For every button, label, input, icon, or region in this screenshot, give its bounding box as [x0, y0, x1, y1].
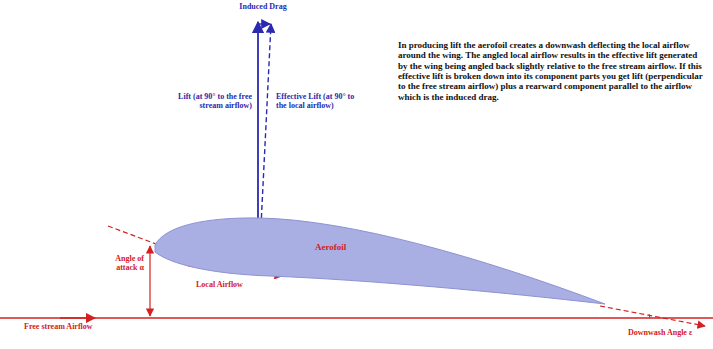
downwash-arc [649, 314, 650, 318]
induced-drag-vector [258, 23, 270, 24]
flow-arrow [60, 317, 95, 319]
downwash-line [600, 306, 705, 326]
aerofoil-outline [150, 212, 610, 312]
aerofoil-shape: Aerofoil [150, 212, 610, 312]
aerofoil-label: Aerofoil [315, 242, 346, 252]
explanation-note: In producing lift the aerofoil creates a… [398, 40, 704, 102]
lift-label: Lift (at 90° to the free stream airflow) [160, 92, 252, 110]
aerofoil-body [155, 218, 605, 304]
effective-lift-label: Effective Lift (at 90° to the local airf… [276, 92, 358, 110]
airflow-label: Free stream Airflow [24, 322, 134, 331]
free-stream-line [0, 317, 713, 319]
angle-of-attack-arrow [149, 246, 150, 316]
airflow-label: Local Airflow [196, 280, 266, 289]
chord-line [108, 226, 156, 244]
angle-label: Angle of attack α [96, 254, 144, 272]
angle-label: Downwash Angle ε [628, 328, 708, 337]
drag-label: Induced Drag [228, 2, 298, 11]
